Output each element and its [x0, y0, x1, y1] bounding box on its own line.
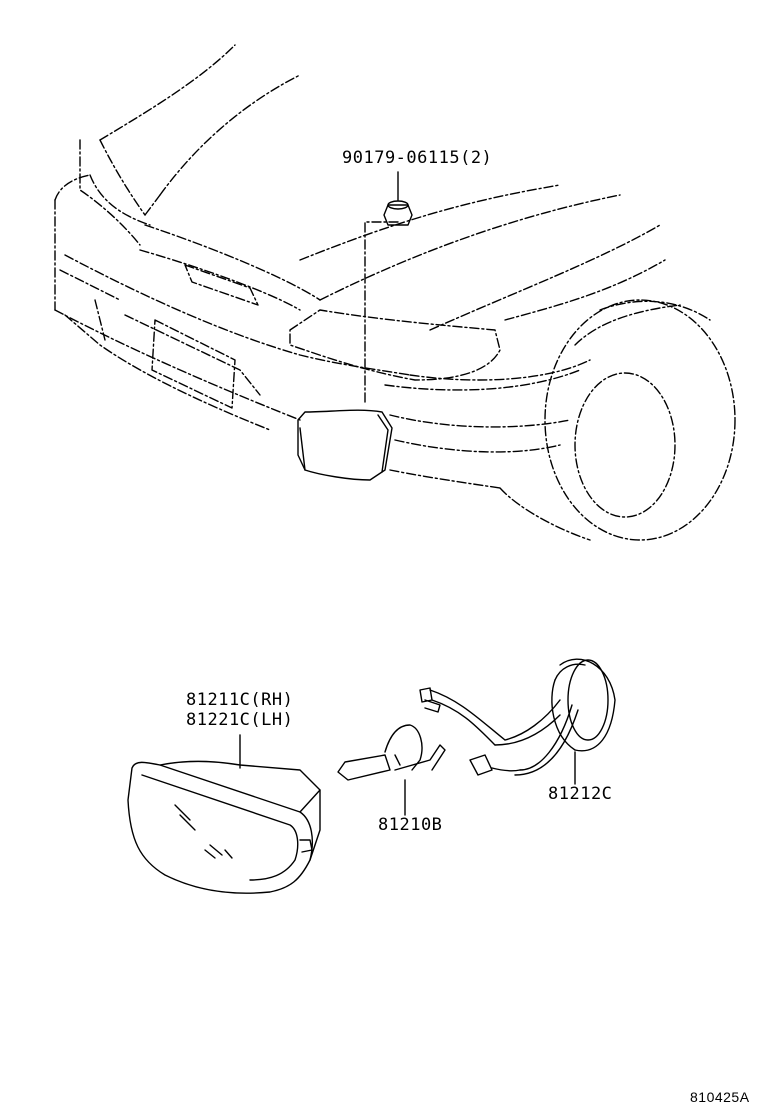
foglamp-lh-part-number: 81221C(LH)	[186, 710, 294, 730]
bulb-part-number: 81210B	[378, 815, 443, 835]
bulb-drawing	[337, 724, 446, 781]
nut-install-line	[364, 221, 399, 406]
figure-reference: 810425A	[690, 1089, 750, 1105]
foglamp-rh-part-number: 81211C(RH)	[186, 690, 294, 710]
nut-part-number: 90179-06115(2)	[342, 148, 493, 168]
wheel-outline	[544, 299, 736, 541]
nut-icon	[383, 200, 413, 226]
car-outline	[54, 44, 711, 541]
foglamp-part-numbers: 81211C(RH) 81221C(LH)	[186, 690, 293, 730]
socket-drawing	[419, 658, 616, 776]
foglamp-unit-drawing	[127, 760, 321, 894]
socket-part-number: 81212C	[548, 784, 613, 804]
installed-foglamp	[297, 409, 393, 481]
